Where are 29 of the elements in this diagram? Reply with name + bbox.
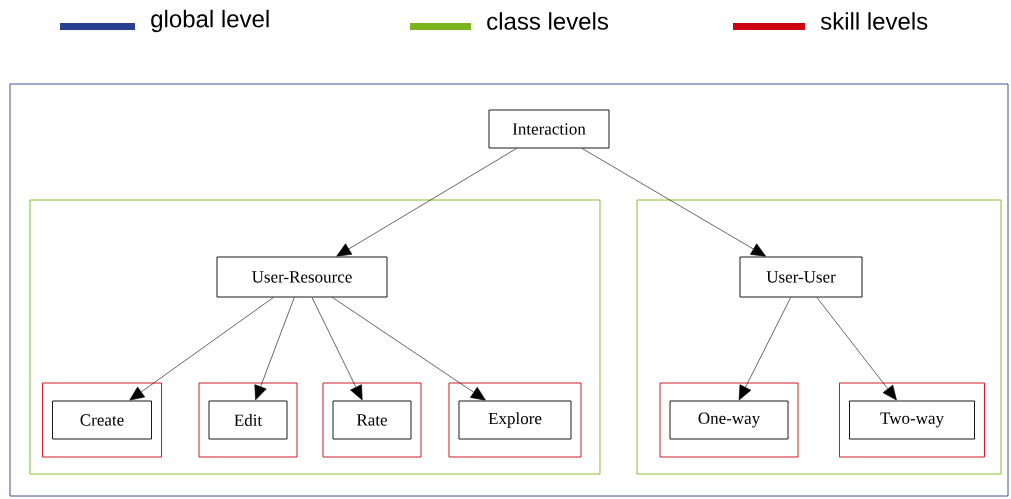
group-frame <box>636 199 1002 475</box>
arrow <box>332 297 486 401</box>
arrow <box>816 297 897 401</box>
group-frame <box>448 382 582 458</box>
label-box: One-way <box>669 400 789 440</box>
arrow <box>129 297 274 401</box>
group-frame <box>198 382 298 458</box>
label-box: Edit <box>208 400 288 440</box>
legend-label: global level <box>151 9 269 33</box>
label-box: User-Resource <box>216 256 388 298</box>
label-box: Two-way <box>849 400 975 440</box>
label-box: Create <box>52 400 152 440</box>
group-frame <box>42 382 162 458</box>
group-frame <box>9 83 1009 497</box>
group-frame <box>839 382 985 458</box>
label-box: Rate <box>332 400 412 440</box>
arrow <box>254 297 295 401</box>
arrow <box>581 148 766 257</box>
legend-label: skill levels <box>820 12 928 30</box>
arrow <box>738 297 791 401</box>
label-box: Explore <box>458 400 572 440</box>
arrow <box>311 297 363 401</box>
arrow <box>336 148 517 257</box>
group-frame <box>659 382 799 458</box>
legend-label: class levels <box>487 12 608 30</box>
label-box: Interaction <box>488 109 610 149</box>
group-frame <box>29 199 601 475</box>
label-box: User-User <box>739 256 863 298</box>
group-frame <box>322 382 422 458</box>
